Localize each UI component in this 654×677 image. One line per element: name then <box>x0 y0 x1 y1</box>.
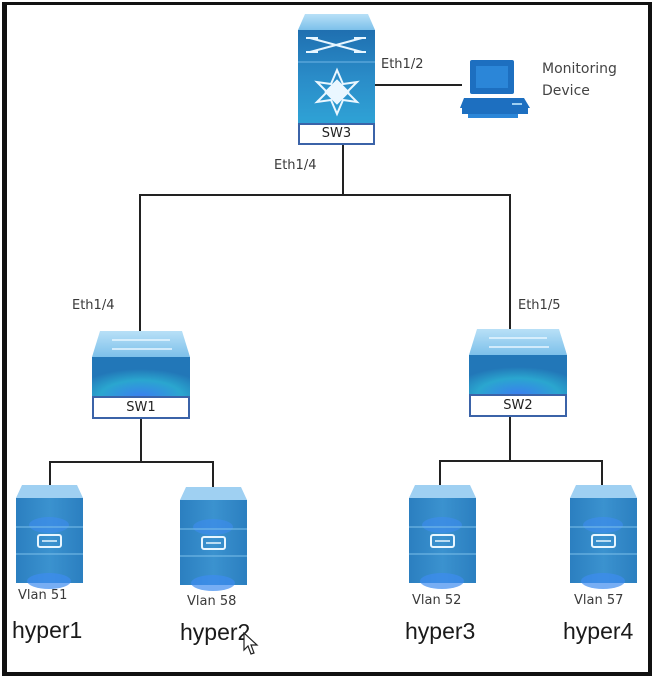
sw3-label: SW3 <box>298 123 375 145</box>
links <box>49 84 603 489</box>
vlan-label-hyper2: Vlan 58 <box>187 594 237 609</box>
server-icon-hyper3[interactable] <box>409 485 476 589</box>
sw1-label: SW1 <box>92 396 190 419</box>
link-sw1-hosts <box>49 461 214 489</box>
server-icon-hyper4[interactable] <box>570 485 637 589</box>
vlan-label-hyper3: Vlan 52 <box>412 593 462 608</box>
monitoring-device-label-line1: Monitoring <box>542 61 617 77</box>
host-label-hyper1: hyper1 <box>12 617 83 643</box>
port-label-sw3-eth1-4: Eth1/4 <box>274 158 317 173</box>
host-label-hyper2: hyper2 <box>180 619 251 645</box>
monitoring-device-label-line2: Device <box>542 83 590 99</box>
vlan-label-hyper4: Vlan 57 <box>574 593 624 608</box>
link-sw2-hosts <box>439 460 603 487</box>
host-label-hyper4: hyper4 <box>563 618 634 644</box>
host-label-hyper3: hyper3 <box>405 618 476 644</box>
vlan-label-hyper1: Vlan 51 <box>18 588 68 603</box>
server-icon-hyper1[interactable] <box>16 485 83 589</box>
monitoring-device-label: Monitoring Device <box>542 58 617 102</box>
sw3-switch-icon[interactable] <box>298 14 375 125</box>
sw2-switch-icon[interactable] <box>469 329 567 395</box>
monitoring-device-icon[interactable] <box>460 60 530 118</box>
sw1-switch-icon[interactable] <box>92 331 190 397</box>
mouse-cursor-icon <box>243 632 259 655</box>
port-label-sw3-eth1-2: Eth1/2 <box>381 57 424 72</box>
server-icon-hyper2[interactable] <box>180 487 247 591</box>
port-label-sw1-uplink: Eth1/4 <box>72 298 115 313</box>
sw2-label: SW2 <box>469 394 567 417</box>
link-distribution-bus <box>139 194 511 331</box>
port-label-sw2-uplink: Eth1/5 <box>518 298 561 313</box>
